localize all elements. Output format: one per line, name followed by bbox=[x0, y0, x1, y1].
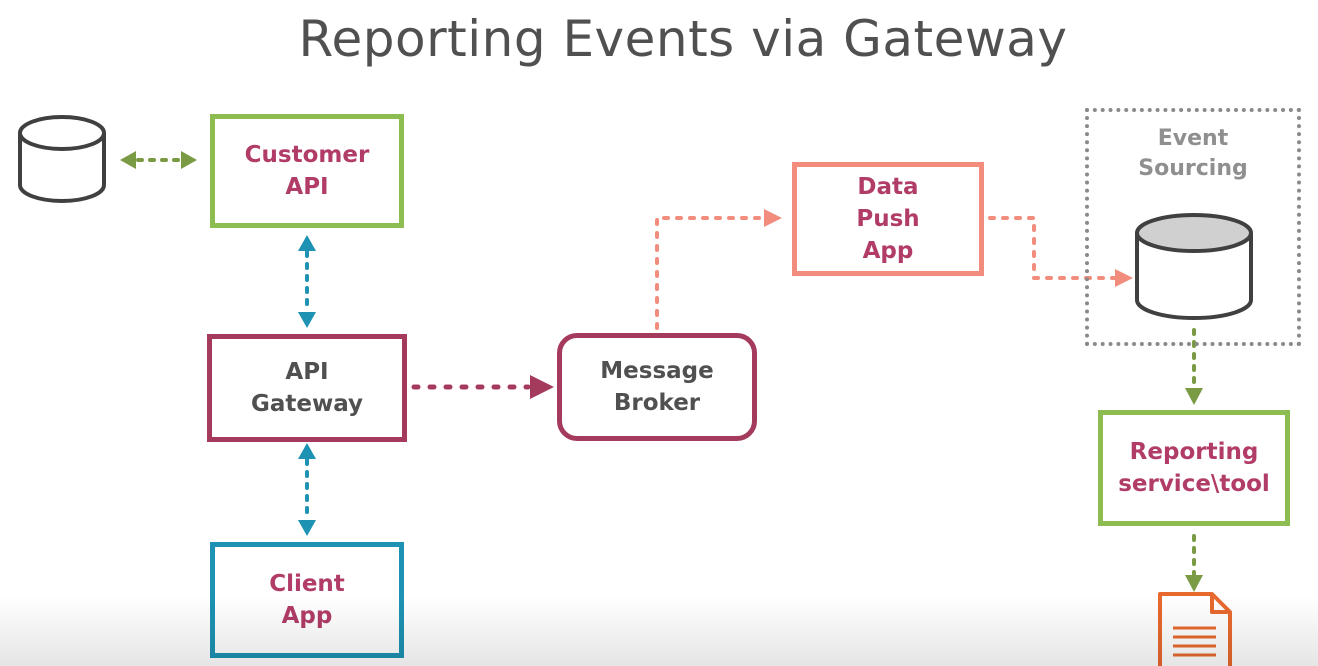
event-sourcing-frame bbox=[1085, 108, 1301, 346]
message-broker-line-2: Broker bbox=[613, 390, 701, 416]
reporting-tool-line-2: service\tool bbox=[1118, 471, 1270, 497]
connector-gateway-broker bbox=[411, 375, 554, 399]
data-push-app-line-3: App bbox=[862, 238, 914, 264]
connector-gateway-client-app bbox=[298, 443, 316, 536]
event-sourcing-line-2: Sourcing bbox=[1138, 156, 1248, 181]
event-sourcing-line-1: Event bbox=[1157, 126, 1229, 151]
message-broker-node: Message Broker bbox=[557, 333, 757, 441]
data-push-app-line-2: Push bbox=[856, 206, 920, 232]
database-icon bbox=[1135, 213, 1253, 320]
data-push-app-node: Data Push App bbox=[792, 162, 984, 276]
connector-broker-data-push bbox=[655, 209, 782, 330]
api-gateway-line-1: API bbox=[285, 359, 329, 385]
api-gateway-line-2: Gateway bbox=[250, 391, 364, 417]
database-icon bbox=[18, 115, 106, 203]
document-icon bbox=[1158, 592, 1232, 666]
customer-api-line-1: Customer bbox=[244, 142, 370, 168]
connector-reporting-document bbox=[1185, 534, 1203, 592]
page-title: Reporting Events via Gateway bbox=[298, 10, 1068, 68]
data-push-app-line-1: Data bbox=[857, 174, 919, 200]
connector-data-push-event-store bbox=[988, 216, 1133, 287]
client-app-line-1: Client bbox=[269, 571, 345, 597]
connector-db-customer-api bbox=[120, 151, 197, 169]
connector-event-store-reporting bbox=[1185, 328, 1203, 405]
customer-api-node: Customer API bbox=[210, 114, 404, 228]
connector-customer-api-gateway bbox=[298, 235, 316, 328]
api-gateway-node: API Gateway bbox=[207, 334, 407, 442]
customer-api-line-2: API bbox=[285, 174, 329, 200]
client-app-line-2: App bbox=[281, 603, 333, 629]
reporting-tool-line-1: Reporting bbox=[1129, 439, 1259, 465]
client-app-node: Client App bbox=[210, 542, 404, 658]
reporting-tool-node: Reporting service\tool bbox=[1098, 410, 1290, 526]
message-broker-line-1: Message bbox=[600, 358, 714, 384]
event-sourcing-label: Event Sourcing bbox=[1085, 124, 1301, 184]
